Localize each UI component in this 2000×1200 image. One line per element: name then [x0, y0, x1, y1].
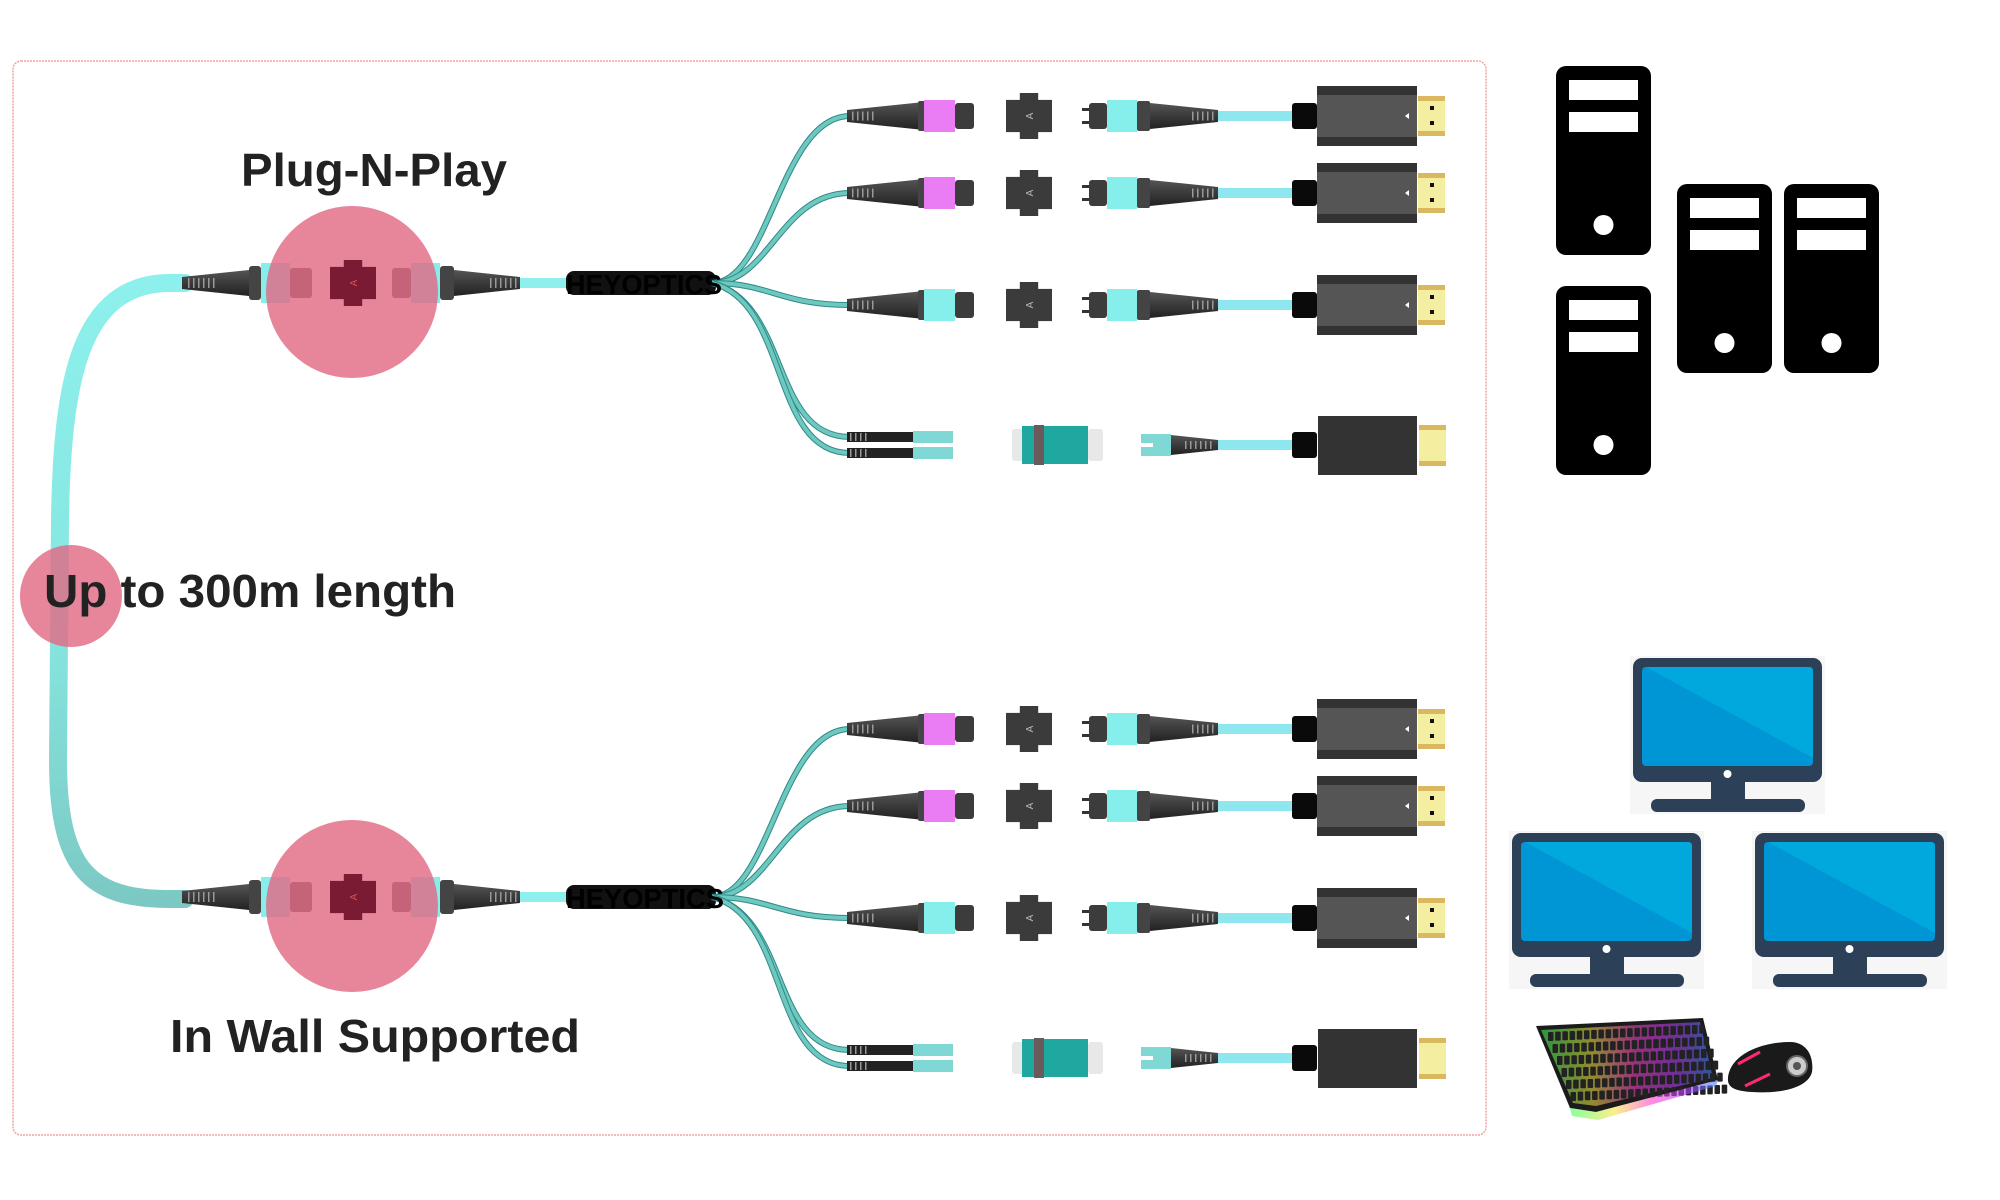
diagram-frame — [12, 60, 1487, 1136]
mpo-connector-aqua — [1082, 902, 1218, 934]
fanout-cable — [711, 113, 851, 286]
fanout-cable — [711, 190, 851, 286]
aqua-patch-cable — [1218, 188, 1294, 198]
mpo-connector-aqua — [1082, 790, 1218, 822]
mpo-connector-pink — [847, 100, 974, 132]
adapter-key-mark: A — [1025, 112, 1036, 119]
breakout-row-plug-n-play-1: A — [711, 86, 1445, 286]
fanout-cable — [711, 280, 851, 456]
aqua-patch-cable — [1218, 801, 1294, 811]
mpo-connector-pink — [847, 790, 974, 822]
mpo-connector-pink — [847, 713, 974, 745]
adapter-key-mark: A — [349, 893, 360, 900]
breakout-row-in-wall-1: A — [711, 699, 1445, 900]
breakout-row-plug-n-play-3: A — [711, 275, 1445, 335]
lc-duplex-connector — [1141, 1047, 1218, 1069]
server-tower-icon — [1556, 286, 1651, 475]
aqua-patch-cable — [1218, 111, 1294, 121]
fanout-cable — [711, 280, 851, 308]
brand-label-top: HEYOPTICS — [566, 269, 722, 300]
mpo-connector-pink — [847, 177, 974, 209]
mpo-adapter: A — [1006, 282, 1052, 328]
fanout-cable — [711, 894, 851, 921]
desktop-monitor-icon — [1752, 831, 1947, 989]
mpo-connector-aqua — [1082, 713, 1218, 745]
adapter-key-mark: A — [1025, 802, 1036, 809]
mpo-adapter: A — [330, 260, 376, 306]
length-label: Up to 300m length — [44, 565, 456, 617]
fanout-cable — [711, 726, 851, 900]
lc-duplex-adapter — [1012, 425, 1103, 465]
mpo-connector-aqua — [847, 902, 974, 934]
hdmi-transceiver — [1292, 163, 1445, 223]
lc-duplex-connector — [1141, 434, 1218, 456]
hdmi-transceiver — [1292, 699, 1445, 759]
breakout-row-in-wall-2: A — [711, 776, 1445, 900]
fanout-cable — [711, 803, 851, 900]
keyboard-icon — [1536, 1018, 1728, 1120]
hdmi-transceiver — [1292, 1029, 1446, 1088]
hdmi-transceiver — [1292, 86, 1445, 146]
aqua-patch-cable — [1218, 724, 1294, 734]
hdmi-transceiver — [1292, 416, 1446, 475]
aqua-patch-cable — [1218, 1053, 1294, 1063]
breakout-row-plug-n-play-4 — [711, 280, 1446, 475]
hdmi-transceiver — [1292, 776, 1445, 836]
adapter-key-mark: A — [1025, 301, 1036, 308]
mpo-adapter: A — [1006, 783, 1052, 829]
aqua-patch-cable — [1218, 300, 1294, 310]
fanout-cable — [711, 894, 851, 1069]
brand-label-bottom: HEYOPTICS — [566, 883, 724, 914]
highlight-circle-length — [20, 545, 122, 647]
adapter-key-mark: A — [1025, 914, 1036, 921]
in-wall-label: In Wall Supported — [170, 1010, 580, 1062]
hdmi-transceiver — [1292, 888, 1445, 948]
mpo-adapter: A — [1006, 895, 1052, 941]
aqua-patch-cable — [1218, 440, 1294, 450]
adapter-key-mark: A — [1025, 725, 1036, 732]
lc-duplex-connector — [847, 1044, 953, 1072]
trunk-cable — [48, 274, 194, 908]
lc-duplex-adapter — [1012, 1038, 1103, 1078]
adapter-key-mark: A — [1025, 189, 1036, 196]
mpo-connector-aqua — [1082, 289, 1218, 321]
plug-n-play-label: Plug-N-Play — [241, 144, 507, 196]
hdmi-transceiver — [1292, 275, 1445, 335]
breakout-row-in-wall-4 — [711, 894, 1446, 1088]
mpo-connector-aqua — [847, 289, 974, 321]
server-tower-icon — [1556, 66, 1651, 255]
mpo-adapter: A — [1006, 170, 1052, 216]
aqua-patch-cable — [1218, 913, 1294, 923]
mouse-icon — [1727, 1042, 1813, 1093]
mpo-adapter: A — [1006, 93, 1052, 139]
mpo-adapter: A — [1006, 706, 1052, 752]
breakout-row-plug-n-play-2: A — [711, 163, 1445, 286]
mpo-connector-aqua — [1082, 177, 1218, 209]
adapter-key-mark: A — [349, 279, 360, 286]
lc-duplex-connector — [847, 431, 953, 459]
breakout-row-in-wall-3: A — [711, 888, 1445, 948]
desktop-monitor-icon — [1509, 831, 1704, 989]
mpo-connector-aqua — [1082, 100, 1218, 132]
server-tower-icon — [1677, 184, 1772, 373]
desktop-monitor-icon — [1630, 656, 1825, 814]
mpo-adapter: A — [330, 874, 376, 920]
server-tower-icon — [1784, 184, 1879, 373]
